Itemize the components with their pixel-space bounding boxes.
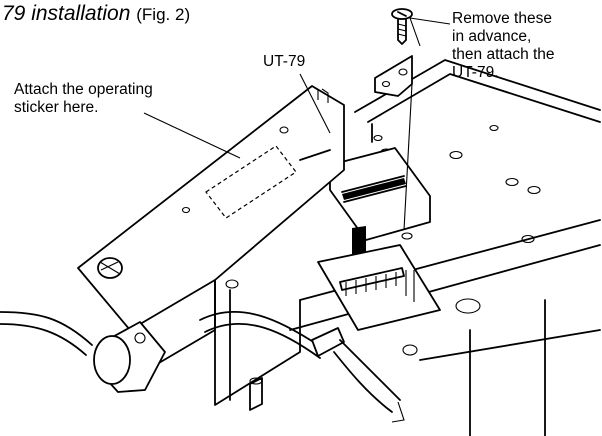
remove-callout: Remove these in advance, then attach the… xyxy=(452,10,555,82)
sticker-callout-line1: Attach the operating xyxy=(14,81,153,98)
figure-title: 79 installation (Fig. 2) xyxy=(2,2,190,26)
sticker-callout-line2: sticker here. xyxy=(14,99,99,116)
knob xyxy=(97,257,123,279)
screw-icon xyxy=(391,8,413,45)
remove-callout-line3: then attach the xyxy=(452,46,555,63)
ut79-board xyxy=(329,147,431,241)
remove-callout-line4: UT-79. xyxy=(452,64,499,81)
figure-reference: (Fig. 2) xyxy=(136,5,191,24)
figure-title-text: 79 installation xyxy=(2,2,131,25)
ut79-label: UT-79 xyxy=(263,53,306,70)
cable-and-plug xyxy=(0,311,405,423)
remove-callout-line2: in advance, xyxy=(452,28,532,45)
small-component xyxy=(249,377,263,411)
connector-slot xyxy=(317,244,481,356)
mounting-plate xyxy=(374,55,413,97)
sticker-callout: Attach the operating sticker here. xyxy=(14,81,153,117)
remove-callout-line1: Remove these xyxy=(452,10,552,27)
leader-lines xyxy=(143,17,451,231)
